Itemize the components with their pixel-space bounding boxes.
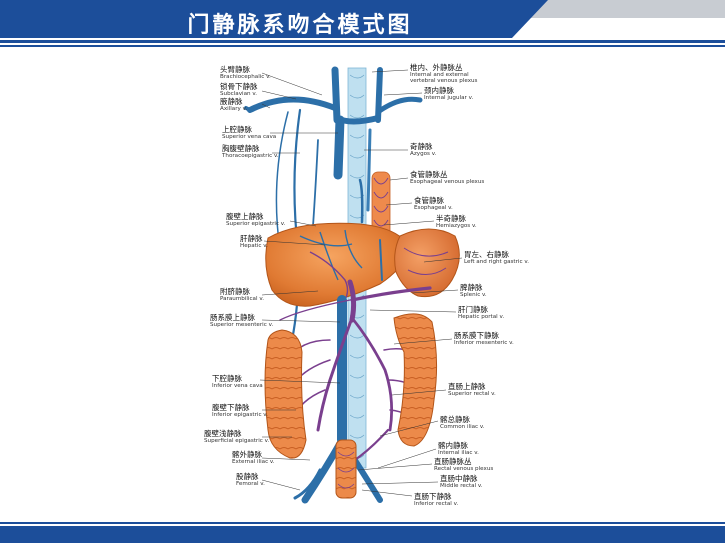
header-graphic (0, 0, 725, 47)
page-title: 门静脉系吻合模式图 (187, 13, 413, 38)
descending-colon (393, 313, 438, 447)
ascending-colon (264, 329, 307, 459)
stomach (394, 228, 460, 298)
liver (265, 222, 411, 307)
rectum (335, 439, 357, 499)
footer-band (0, 522, 725, 543)
leader-lines (259, 69, 463, 497)
header-banner: 门静脉系吻合模式图 (0, 0, 725, 50)
footer-graphic (0, 522, 725, 543)
